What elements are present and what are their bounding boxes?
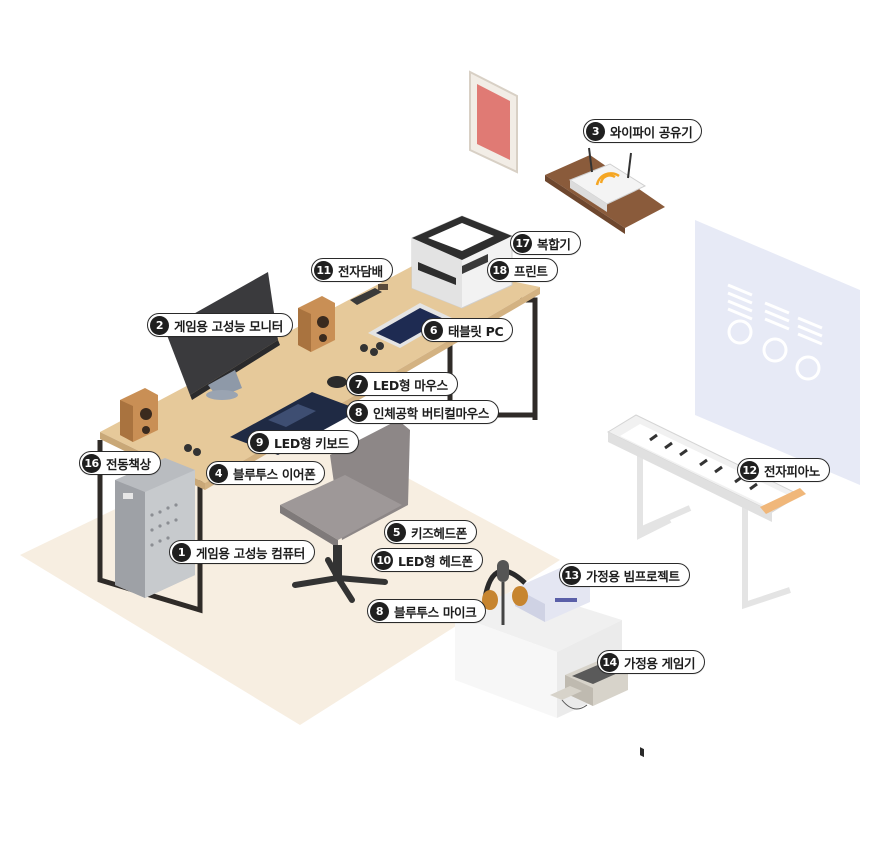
router-shelf: [545, 147, 665, 234]
callout-label: 게임용 고성능 컴퓨터: [196, 545, 305, 561]
callout-number-badge: 9: [250, 432, 269, 452]
callout-label: 블루투스 마이크: [394, 604, 477, 620]
callout-number-badge: 12: [740, 460, 759, 480]
callout-label: 블루투스 이어폰: [233, 466, 316, 482]
callout-number-badge: 8: [370, 601, 389, 621]
callout-earbuds: 4 블루투스 이어폰: [206, 461, 326, 485]
callout-label: 게임용 고성능 모니터: [174, 318, 283, 334]
callout-label: 키즈헤드폰: [411, 525, 468, 541]
callout-number-badge: 4: [209, 463, 228, 483]
mouse: [327, 376, 347, 388]
callout-printer: 18 프린트: [487, 258, 558, 282]
gaming-pc-tower: [115, 458, 195, 598]
callout-monitor: 2 게임용 고성능 모니터: [147, 313, 293, 337]
callout-number-badge: 13: [562, 565, 581, 585]
speakers: [120, 296, 335, 442]
callout-label: LED형 헤드폰: [398, 553, 473, 569]
callout-tablet: 6 태블릿 PC: [421, 318, 514, 342]
callout-number-badge: 14: [600, 652, 619, 672]
callout-label: 전동책상: [106, 456, 151, 472]
callout-mouse: 7 LED형 마우스: [346, 372, 458, 396]
callout-digital-piano: 12 전자피아노: [737, 458, 831, 482]
callout-label: 와이파이 공유기: [610, 124, 693, 140]
callout-number-badge: 11: [314, 260, 333, 280]
callout-number-badge: 7: [349, 374, 368, 394]
printer: [411, 215, 513, 309]
callout-keyboard: 9 LED형 키보드: [247, 430, 359, 454]
callout-number-badge: 5: [387, 522, 406, 542]
callout-label: 가정용 빔프로젝트: [586, 568, 680, 584]
earbuds: [184, 342, 384, 456]
callout-label: 복합기: [537, 236, 571, 252]
callout-label: 전자피아노: [764, 463, 821, 479]
e-cigarette: [350, 284, 388, 305]
callout-number-badge: 17: [513, 233, 532, 253]
callout-number-badge: 6: [424, 320, 443, 340]
callout-headphones: 10 LED형 헤드폰: [371, 548, 483, 572]
callout-e-cigarette: 11 전자담배: [311, 258, 393, 282]
tablet: [368, 303, 452, 348]
callout-number-badge: 3: [586, 121, 605, 141]
digital-piano: [606, 414, 806, 758]
callout-multifunction-printer: 17 복합기: [510, 231, 581, 255]
callout-label: LED형 키보드: [274, 435, 349, 451]
picture-frame: [469, 70, 518, 174]
callout-microphone: 8 블루투스 마이크: [367, 599, 487, 623]
callout-label: LED형 마우스: [373, 377, 448, 393]
callout-label: 가정용 게임기: [624, 655, 696, 671]
callout-label: 프린트: [514, 263, 548, 279]
callout-number-badge: 16: [82, 453, 101, 473]
callout-number-badge: 1: [172, 542, 191, 562]
callout-number-badge: 18: [490, 260, 509, 280]
callout-kids-headphones: 5 키즈헤드폰: [384, 520, 478, 544]
callout-label: 전자담배: [338, 263, 383, 279]
office-chair: [280, 420, 410, 603]
callout-gaming-pc: 1 게임용 고성능 컴퓨터: [169, 540, 315, 564]
callout-number-badge: 10: [374, 550, 393, 570]
headphones-mic: [482, 560, 528, 625]
callout-number-badge: 8: [349, 402, 368, 422]
callout-vertical-mouse: 8 인체공학 버티컬마우스: [346, 400, 500, 424]
callout-standing-desk: 16 전동책상: [79, 451, 161, 475]
callout-number-badge: 2: [150, 315, 169, 335]
callout-projector: 13 가정용 빔프로젝트: [559, 563, 690, 587]
callout-label: 인체공학 버티컬마우스: [373, 405, 490, 421]
callout-game-console: 14 가정용 게임기: [597, 650, 706, 674]
projection-screen: [695, 220, 860, 485]
callout-wifi-router: 3 와이파이 공유기: [583, 119, 703, 143]
callout-label: 태블릿 PC: [448, 323, 504, 339]
